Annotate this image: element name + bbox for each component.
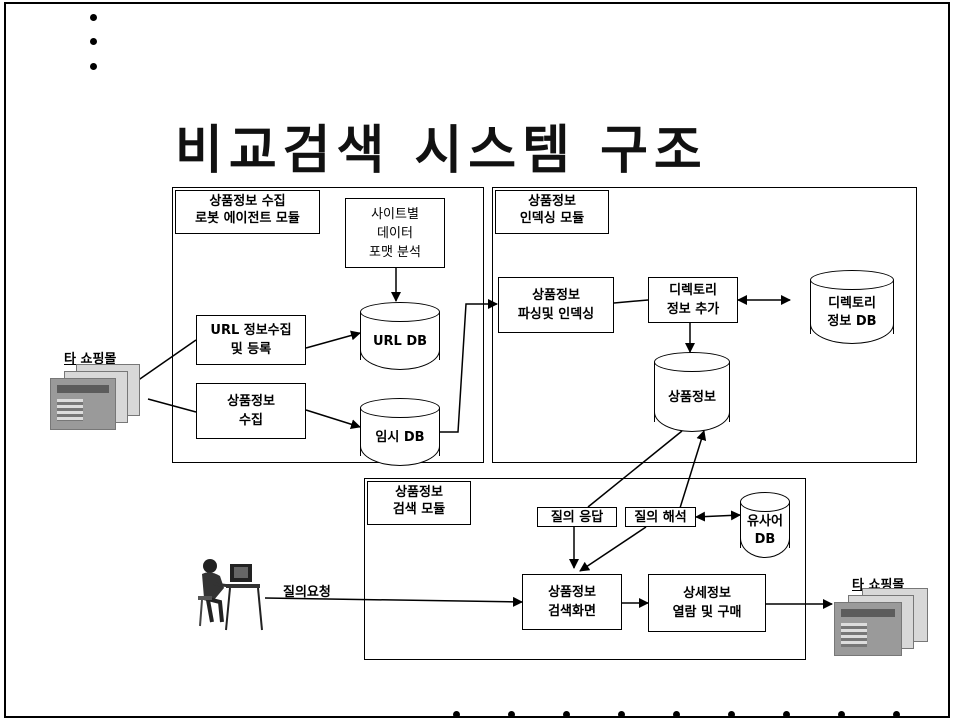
product-db-cylinder: 상품정보	[654, 352, 730, 432]
product-db-label: 상품정보	[668, 390, 716, 405]
parse-index-box: 상품정보 파싱및 인덱싱	[498, 277, 614, 333]
url-db-cylinder: URL DB	[360, 302, 440, 370]
url-db-label: URL DB	[372, 334, 428, 349]
bullet-dot	[838, 711, 845, 718]
bullet-dot	[893, 711, 900, 718]
site-format-analysis-box: 사이트별 데이터 포맷 분석	[345, 198, 445, 268]
query-answer-box: 질의 응답	[537, 507, 617, 527]
parse-to-productdb-arrow	[679, 430, 707, 509]
search-screen-box: 상품정보 검색화면	[522, 574, 622, 630]
other-mall-left-label: 타 쇼핑몰	[64, 352, 117, 367]
search-module-label: 상품정보 검색 모듈	[367, 481, 471, 525]
parse-to-screen-arrow	[579, 526, 647, 572]
query-parse-box: 질의 해석	[625, 507, 696, 527]
synonym-db-cylinder: 유사어 DB	[740, 492, 790, 558]
prodcollect-to-tempdb-arrow	[305, 409, 361, 430]
slide-frame	[4, 2, 950, 718]
bullet-dot	[783, 711, 790, 718]
bullet-dot	[673, 711, 680, 718]
temp-db-cylinder: 임시 DB	[360, 398, 440, 466]
mallleft-to-urlcollect-line	[136, 339, 197, 382]
bullet-dot	[508, 711, 515, 718]
cylinder-top	[740, 492, 790, 512]
temp-db-label: 임시 DB	[375, 430, 425, 445]
cylinder-top	[654, 352, 730, 372]
page-thumbnail	[50, 378, 116, 430]
productdb-to-answer-line	[587, 430, 683, 508]
cylinder-top	[360, 398, 440, 418]
other-mall-right-icon	[834, 588, 930, 656]
synonym-db-label: 유사어 DB	[747, 514, 783, 547]
cylinder-top	[810, 270, 894, 290]
query-request-arrow	[264, 596, 523, 607]
parse-synonym-arrow	[695, 510, 741, 522]
page-thumbnail	[834, 602, 902, 656]
mallleft-to-prodcollect-line	[147, 398, 197, 413]
indexing-module-label: 상품정보 인덱싱 모듈	[495, 190, 609, 234]
directory-db-label: 디렉토리 정보 DB	[827, 296, 877, 329]
query-request-label: 질의요청	[283, 585, 331, 600]
bullet-dot	[90, 14, 97, 21]
other-mall-left-icon	[50, 364, 140, 430]
page-title: 비교검색 시스템 구조	[175, 121, 708, 181]
detail-purchase-box: 상세정보 열람 및 구매	[648, 574, 766, 632]
cylinder-top	[360, 302, 440, 322]
bullet-dot	[90, 38, 97, 45]
bullet-dot	[90, 63, 97, 70]
bullet-dot	[618, 711, 625, 718]
parse-to-diradd-line	[613, 299, 649, 304]
product-collect-box: 상품정보 수집	[196, 383, 306, 439]
directory-db-cylinder: 디렉토리 정보 DB	[810, 270, 894, 344]
bullet-dot	[563, 711, 570, 718]
bullet-dot	[728, 711, 735, 718]
robot-agent-module-label: 상품정보 수집 로봇 에이전트 모듈	[175, 190, 320, 234]
directory-add-box: 디렉토리 정보 추가	[648, 277, 738, 323]
tempdb-to-parse-arrow	[440, 299, 498, 433]
user-at-computer-icon	[198, 559, 263, 631]
urlcollect-to-urldb-arrow	[305, 330, 361, 349]
url-collect-box: URL 정보수집 및 등록	[196, 315, 306, 365]
bullet-dot	[453, 711, 460, 718]
